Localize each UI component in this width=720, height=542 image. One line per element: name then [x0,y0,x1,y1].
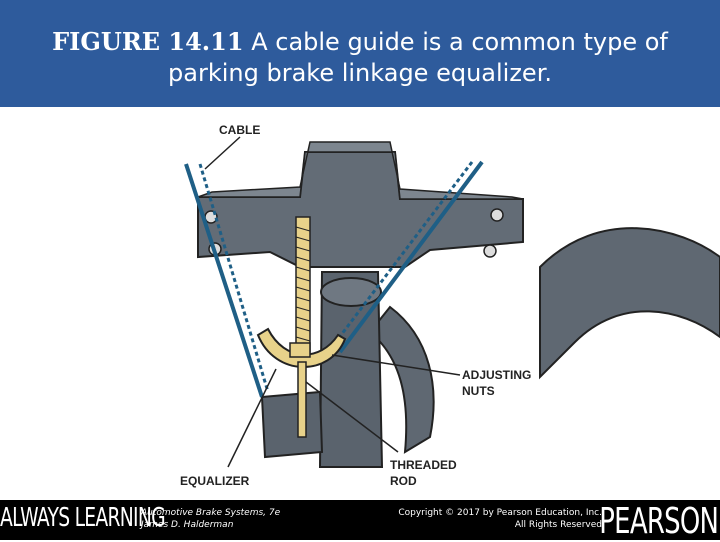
copyright-line-1: Copyright © 2017 by Pearson Education, I… [398,508,602,518]
label-threaded-2: ROD [390,474,417,488]
diagram-svg: CABLE ADJUSTING NUTS EQUALIZER THREADED … [180,123,720,488]
figure-label: FIGURE 14.11 [52,27,244,56]
equalizer-illustration: CABLE ADJUSTING NUTS EQUALIZER THREADED … [0,107,720,500]
slide-title: FIGURE 14.11 A cable guide is a common t… [0,26,720,89]
label-equalizer: EQUALIZER [180,474,250,488]
label-cable: CABLE [219,123,260,137]
label-threaded-1: THREADED [390,458,457,472]
label-adjusting-2: NUTS [462,384,495,398]
bolt-icon [483,244,497,258]
always-learning-logo: ALWAYS LEARNING [0,503,166,533]
copyright-line-2: All Rights Reserved [514,520,602,530]
caption-line-2: parking brake linkage equalizer. [168,59,552,87]
book-title: Automotive Brake Systems, 7e [141,508,281,518]
bolt-icon [490,208,504,222]
copyright: Copyright © 2017 by Pearson Education, I… [398,507,602,531]
footer-bar: ALWAYS LEARNING Automotive Brake Systems… [0,500,720,542]
book-author: James D. Halderman [141,520,234,530]
caption-line-1: A cable guide is a common type of [251,28,668,56]
book-credit: Automotive Brake Systems, 7e James D. Ha… [141,507,280,531]
label-adjusting-1: ADJUSTING [462,368,531,382]
title-bar: FIGURE 14.11 A cable guide is a common t… [0,0,720,107]
pearson-logo: PEARSON [599,501,719,542]
